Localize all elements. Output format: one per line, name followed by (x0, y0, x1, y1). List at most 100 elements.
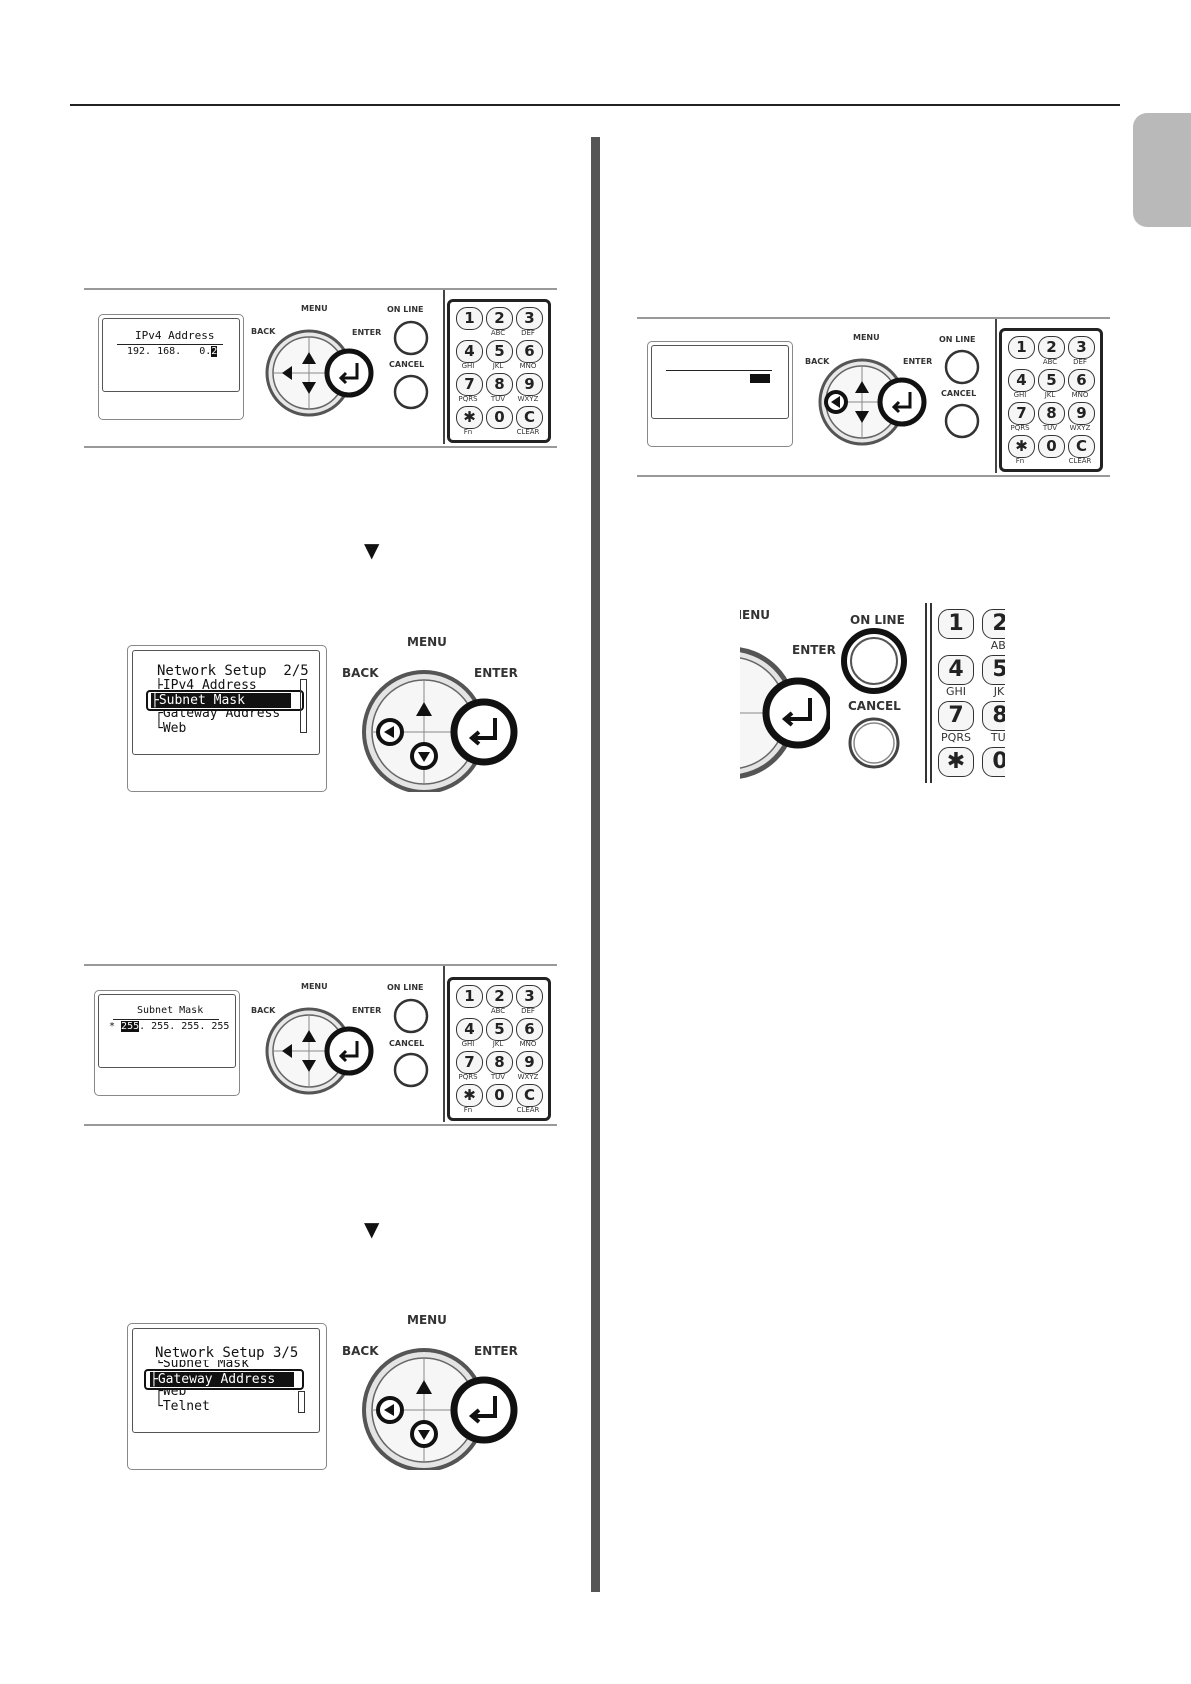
key-sub-label: DEF (1073, 358, 1087, 366)
cancel-button[interactable] (844, 713, 904, 773)
cancel-button[interactable] (942, 401, 982, 441)
menu-dpad[interactable] (358, 656, 522, 792)
key-8[interactable]: 8 (486, 373, 513, 396)
key-0[interactable]: 0 (982, 747, 1005, 777)
lcd-frame: IPv4 Address 192. 168. 0.2 (98, 314, 244, 420)
menu-dpad[interactable] (264, 318, 374, 428)
key-clear[interactable]: C (516, 406, 543, 429)
online-button[interactable] (391, 996, 431, 1036)
key-8[interactable]: 8 (1038, 402, 1065, 425)
cancel-button[interactable] (391, 1050, 431, 1090)
menu-item[interactable]: ├IPv4 Address (155, 678, 257, 689)
menu-item[interactable]: └Telnet (155, 1399, 210, 1414)
key-3[interactable]: 3 (516, 307, 543, 330)
key-star[interactable]: ✱ (456, 406, 483, 429)
key-2[interactable]: 2 (486, 307, 513, 330)
menu-label: MENU (407, 1313, 447, 1327)
key-8[interactable]: 8 (982, 701, 1005, 731)
online-label: ON LINE (850, 613, 905, 627)
lcd-value: 192. 168. 0.2 (127, 346, 218, 357)
key-7[interactable]: 7 (1008, 402, 1035, 425)
key-1[interactable]: 1 (456, 985, 483, 1008)
key-2[interactable]: 2 (486, 985, 513, 1008)
key-sub: TUV (990, 731, 1005, 744)
key-7[interactable]: 7 (938, 701, 974, 731)
menu-item-selected[interactable]: ├Subnet Mask (151, 693, 291, 708)
key-sub-label: PQRS (458, 1073, 478, 1081)
key-0[interactable]: 0 (486, 406, 513, 429)
key-5[interactable]: 5 (486, 1018, 513, 1041)
key-4[interactable]: 4 (456, 1018, 483, 1041)
key-sub-label: WXYZ (1069, 424, 1091, 432)
lcd-frame (647, 341, 793, 447)
key-9[interactable]: 9 (1068, 402, 1095, 425)
online-button[interactable] (840, 627, 910, 697)
cancel-button[interactable] (391, 372, 431, 412)
column-divider (591, 137, 600, 1592)
key-7[interactable]: 7 (456, 373, 483, 396)
key-sub-label: JKL (492, 1040, 504, 1048)
down-arrow-icon (302, 382, 316, 394)
key-1[interactable]: 1 (1008, 336, 1035, 359)
key-6[interactable]: 6 (1068, 369, 1095, 392)
key-9[interactable]: 9 (516, 1051, 543, 1074)
menu-item-selected[interactable]: ├Gateway Address (150, 1372, 294, 1387)
key-0[interactable]: 0 (486, 1084, 513, 1107)
key-clear[interactable]: C (516, 1084, 543, 1107)
key-4[interactable]: 4 (938, 655, 974, 685)
key-4[interactable]: 4 (1008, 369, 1035, 392)
key-3[interactable]: 3 (516, 985, 543, 1008)
menu-dpad[interactable] (817, 347, 927, 457)
menu-item[interactable]: ┌Gateway Address (155, 709, 281, 721)
header-rule (70, 104, 1120, 106)
key-1[interactable]: 1 (938, 609, 974, 639)
key-sub-label: Fn (463, 428, 473, 436)
key-5[interactable]: 5 (486, 340, 513, 363)
key-8[interactable]: 8 (486, 1051, 513, 1074)
online-button[interactable] (391, 318, 431, 358)
key-7[interactable]: 7 (456, 1051, 483, 1074)
lcd-title: Network Setup 3/5 (155, 1345, 299, 1361)
key-clear[interactable]: C (1068, 435, 1095, 458)
control-panel-ipv4: IPv4 Address 192. 168. 0.2 BACK MENU ENT… (84, 288, 557, 458)
menu-dpad[interactable] (740, 633, 830, 783)
scrollbar[interactable] (298, 1391, 305, 1413)
menu-dpad[interactable] (358, 1334, 522, 1470)
key-star[interactable]: ✱ (456, 1084, 483, 1107)
online-label: ON LINE (387, 983, 424, 992)
online-label: ON LINE (939, 335, 976, 344)
cancel-label: CANCEL (389, 1039, 425, 1048)
key-star[interactable]: ✱ (938, 747, 974, 777)
menu-dpad[interactable] (264, 996, 374, 1106)
enter-label: ENTER (903, 357, 933, 366)
menu-label: MENU (740, 608, 770, 622)
key-5[interactable]: 5 (982, 655, 1005, 685)
menu-item[interactable]: └Web (155, 721, 187, 736)
key-1[interactable]: 1 (456, 307, 483, 330)
key-star[interactable]: ✱ (1008, 435, 1035, 458)
lcd-cursor: 2 (211, 346, 218, 357)
key-sub-label: TUV (1042, 424, 1058, 432)
key-3[interactable]: 3 (1068, 336, 1095, 359)
key-sub-label: DEF (521, 329, 535, 337)
key-6[interactable]: 6 (516, 1018, 543, 1041)
key-sub-label: TUV (490, 1073, 506, 1081)
key-9[interactable]: 9 (516, 373, 543, 396)
scrollbar[interactable] (300, 679, 307, 733)
menu-item[interactable]: └Subnet Mask (155, 1360, 249, 1368)
key-sub-label: ABC (1042, 358, 1058, 366)
key-2[interactable]: 2 (982, 609, 1005, 639)
key-5[interactable]: 5 (1038, 369, 1065, 392)
online-button[interactable] (942, 347, 982, 387)
menu-label: MENU (853, 333, 880, 342)
lcd-frame: Subnet Mask * 255. 255. 255. 255 (94, 990, 240, 1096)
key-2[interactable]: 2 (1038, 336, 1065, 359)
key-sub-label: MNO (519, 362, 537, 370)
menu-item[interactable]: ┌Web (155, 1388, 187, 1398)
key-6[interactable]: 6 (516, 340, 543, 363)
back-label: BACK (251, 1006, 276, 1015)
key-0[interactable]: 0 (1038, 435, 1065, 458)
key-sub-label: CLEAR (1068, 457, 1092, 465)
key-4[interactable]: 4 (456, 340, 483, 363)
key-sub: JKL (993, 685, 1005, 698)
